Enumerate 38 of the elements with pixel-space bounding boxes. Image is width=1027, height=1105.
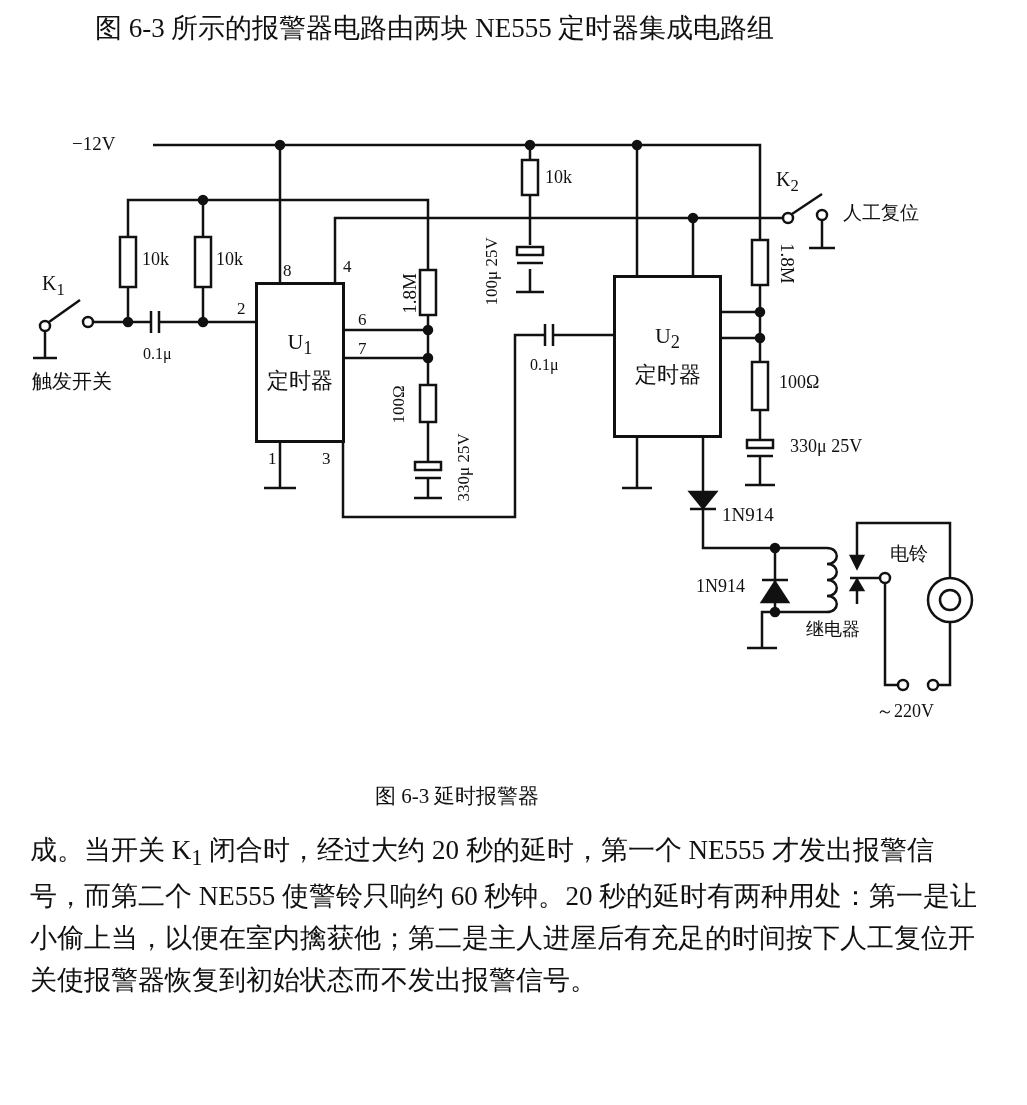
- pin-number: 1: [268, 450, 277, 469]
- component-value: 10k: [216, 250, 243, 270]
- pin-number: 4: [343, 258, 352, 277]
- pin-number: 2: [237, 300, 246, 319]
- body-text: 图 6-3 所示的报警器电路由两块 NE555 定时器集成电路组: [95, 14, 775, 44]
- component-value: 10k: [545, 168, 572, 188]
- timer-chip: [255, 282, 345, 443]
- pin-number: 6: [358, 311, 367, 330]
- switch-label: K$_{2}$: [776, 168, 799, 196]
- switch-label: 触发开关: [32, 370, 112, 392]
- switch-label: 人工复位: [843, 203, 919, 224]
- timer-chip: [613, 275, 722, 438]
- component-value: 0.1μ: [143, 345, 172, 363]
- component-value: 100μ 25V: [482, 237, 502, 306]
- switch-label: K$_{1}$: [42, 272, 65, 300]
- pin-number: 8: [283, 262, 292, 281]
- component-value: 1.8M: [775, 243, 797, 284]
- figure-caption: 图 6-3 延时报警器: [375, 785, 540, 809]
- component-value: 1N914: [722, 505, 774, 526]
- component-label: 电铃: [890, 544, 928, 565]
- component-value: 10k: [142, 250, 169, 270]
- chip-function: 定时器: [267, 366, 333, 395]
- pin-number: 3: [322, 450, 331, 469]
- component-value: 330μ 25V: [454, 433, 474, 502]
- component-value: 330μ 25V: [790, 437, 863, 457]
- component-value: 1N914: [696, 577, 745, 597]
- chip-function: 定时器: [634, 360, 701, 389]
- chip-designator: U$_{2}$: [654, 323, 681, 354]
- pin-number: 7: [358, 340, 367, 359]
- component-label: 继电器: [806, 620, 860, 640]
- supply-voltage: ～220V: [876, 702, 934, 722]
- chip-designator: U$_{1}$: [287, 329, 313, 360]
- supply-voltage: −12V: [72, 134, 116, 155]
- component-value: 100Ω: [389, 385, 409, 424]
- component-value: 0.1μ: [530, 356, 559, 374]
- component-value: 100Ω: [779, 373, 820, 393]
- component-value: 1.8M: [399, 273, 421, 314]
- body-text: 成。当开关 K$_{1}$ 闭合时，经过大约 20 秒的延时，第一个 NE555 才发出报警信号，而第二个 NE555 使警铃只响约 60 秒钟。20 秒的延时有两种用处：第一是让小偷上当，以便在室内擒获他；第二是主人进屋后有充足的时间按下人工复位开关使报警器恢复到初始状态而不发出报警信号。: [30, 834, 979, 997]
